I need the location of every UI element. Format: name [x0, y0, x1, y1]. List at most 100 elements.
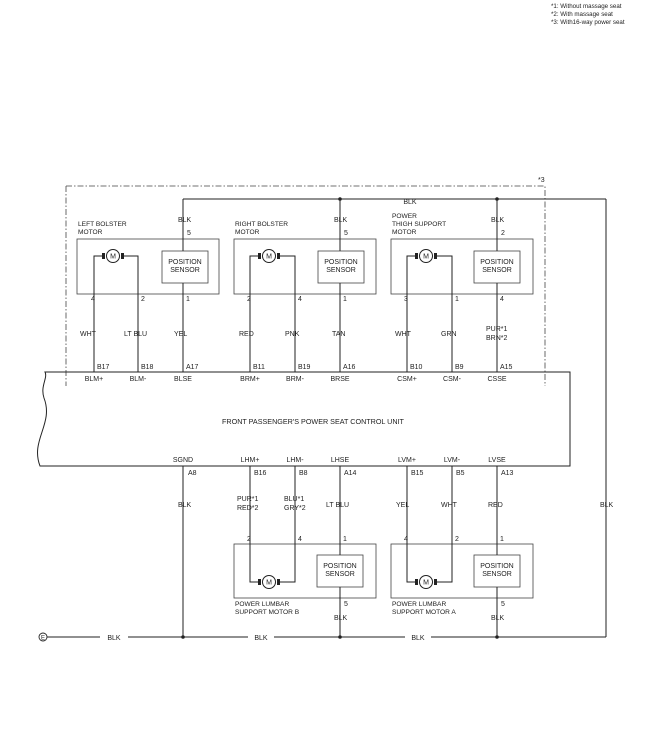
wire-color-label: BLK: [403, 199, 417, 206]
wire-color-label: RED: [239, 331, 254, 338]
wire-color-label: BLK: [178, 217, 192, 224]
wire-color-label: PNK: [285, 331, 300, 338]
pin-number: 1: [343, 296, 347, 303]
motor-symbol: M: [110, 254, 116, 261]
motor-symbol: M: [423, 580, 429, 587]
component-title: LEFT BOLSTER: [78, 221, 127, 228]
connector-pin: B11: [253, 364, 265, 371]
terminal-name: BLM+: [85, 376, 103, 383]
component-title: MOTOR: [78, 229, 103, 236]
terminal-name: BRM-: [286, 376, 305, 383]
pin-number: 2: [247, 536, 251, 543]
pin-number: 4: [298, 536, 302, 543]
connector-pin: B10: [410, 364, 423, 371]
wire-color-label: YEL: [174, 331, 187, 338]
wire-color-label: GRN: [441, 331, 457, 338]
wire-color-label: YEL: [396, 502, 409, 509]
motor-module-left-bolster: LEFT BOLSTER MOTOR POSITION SENSOR BLK 5…: [76, 199, 220, 372]
pin-number: 4: [404, 536, 408, 543]
wire-color-label: BLK: [491, 615, 505, 622]
wire-color-label: BRN*2: [486, 335, 508, 342]
motor-icon: [262, 249, 276, 263]
control-unit: FRONT PASSENGER'S POWER SEAT CONTROL UNI…: [37, 364, 571, 477]
option-marker: *3: [538, 177, 545, 184]
pin-number: 3: [404, 296, 408, 303]
pin-number: 2: [455, 536, 459, 543]
wire-color-label: WHT: [395, 331, 412, 338]
wire-color-label: WHT: [80, 331, 97, 338]
connector-pin: B8: [299, 470, 308, 477]
pin-number: 5: [344, 601, 348, 608]
motor-symbol: M: [266, 254, 272, 261]
component-box: [233, 543, 377, 599]
component-title: RIGHT BOLSTER: [235, 221, 288, 228]
sensor-label: SENSOR: [482, 267, 512, 274]
wire-color-label: BLK: [600, 502, 614, 509]
pin-number: 1: [343, 536, 347, 543]
right-riser-wire: BLK: [600, 199, 614, 637]
component-box: [390, 543, 534, 599]
pin-number: 1: [455, 296, 459, 303]
pin-number: 1: [186, 296, 190, 303]
motor-icon: [106, 249, 120, 263]
pin-number: 2: [501, 230, 505, 237]
wire-color-label: RED: [488, 502, 503, 509]
sensor-label: POSITION: [168, 259, 201, 266]
motor-icon: [419, 575, 433, 589]
sgnd-wire: BLK: [178, 466, 192, 637]
motor-icon: [419, 249, 433, 263]
sensor-label: SENSOR: [325, 571, 355, 578]
motor-brush: [121, 253, 124, 259]
component-title: POWER LUMBAR: [235, 601, 289, 608]
pin-number: 5: [187, 230, 191, 237]
connector-pin: B15: [411, 470, 424, 477]
motor-brush: [102, 253, 105, 259]
motor-brush: [415, 253, 418, 259]
motor-brush: [277, 579, 280, 585]
note-3: *3: With16-way power seat: [551, 19, 625, 26]
pin-number: 2: [247, 296, 251, 303]
pin-number: 4: [298, 296, 302, 303]
terminal-name: LVSE: [488, 457, 506, 464]
wire-color-label: LT BLU: [326, 502, 349, 509]
terminal-name: LVM+: [398, 457, 416, 464]
pin-number: 1: [500, 536, 504, 543]
wire-color-label: BLK: [491, 217, 505, 224]
top-ground-bus: BLK: [183, 197, 606, 206]
terminal-name: LHM-: [286, 457, 304, 464]
connector-pin: A17: [186, 364, 199, 371]
pin-number: 4: [91, 296, 95, 303]
wire-color-label: BLK: [254, 635, 268, 642]
position-sensor-box: [161, 250, 209, 284]
motor-icon: [262, 575, 276, 589]
motor-brush: [258, 253, 261, 259]
terminal-name: BLM-: [130, 376, 147, 383]
terminal-name: LHM+: [241, 457, 260, 464]
motor-brush: [277, 253, 280, 259]
motor-symbol: M: [423, 254, 429, 261]
motor-module-thigh-support: POWER THIGH SUPPORT MOTOR POSITION SENSO…: [390, 199, 534, 372]
component-title: SUPPORT MOTOR A: [392, 609, 456, 616]
wire-color-label: RED*2: [237, 505, 259, 512]
terminal-name: BRSE: [330, 376, 349, 383]
component-box: [233, 238, 377, 295]
component-title: POWER LUMBAR: [392, 601, 446, 608]
wire-color-label: PUR*1: [237, 496, 259, 503]
terminal-name: LHSE: [331, 457, 350, 464]
ground-symbol-label: E: [41, 636, 45, 642]
wire-color-label: WHT: [441, 502, 458, 509]
sensor-label: POSITION: [480, 563, 513, 570]
motor-module-lumbar-a: POSITION SENSOR M YEL WHT RED 4 2 1 POWE…: [390, 466, 534, 637]
component-title: THIGH SUPPORT: [392, 221, 446, 228]
connector-pin: B19: [298, 364, 311, 371]
component-box: [390, 238, 534, 295]
sensor-label: SENSOR: [170, 267, 200, 274]
motor-brush: [415, 579, 418, 585]
motor-module-lumbar-b: POSITION SENSOR M PUR*1 RED*2 BLU*1 GRY*…: [233, 466, 377, 637]
component-title: SUPPORT MOTOR B: [235, 609, 300, 616]
motor-brush: [434, 253, 437, 259]
sensor-label: SENSOR: [326, 267, 356, 274]
sensor-label: POSITION: [324, 259, 357, 266]
position-sensor-box: [317, 250, 365, 284]
wire-color-label: PUR*1: [486, 326, 508, 333]
